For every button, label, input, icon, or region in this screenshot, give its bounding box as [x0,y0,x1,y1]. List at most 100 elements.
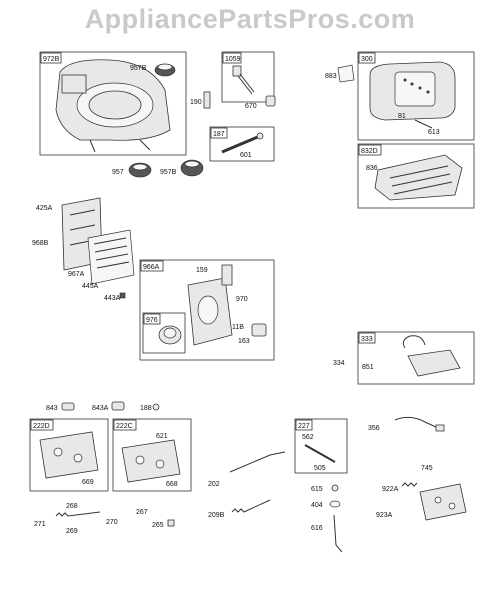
part-265 [167,519,175,527]
gasket-part-883 [337,64,355,83]
label-202: 202 [208,481,220,488]
governor-bracket-part-222D [39,431,99,479]
label-270: 270 [106,519,118,526]
group-222C-tag: 222C [116,423,133,430]
label-745: 745 [421,465,433,472]
group-972B-tag: 972B [43,56,60,63]
label-188: 188 [140,405,152,412]
label-271: 271 [34,521,46,528]
spring-part-922A [401,482,418,487]
group-976-frame [142,312,186,354]
group-187: 187 601 [209,126,275,162]
label-163: 163 [238,338,250,345]
group-1059-frame [221,51,275,103]
seal-part-670 [265,95,276,107]
label-836: 836 [366,165,378,172]
air-filter-cartridge-part [87,229,135,285]
group-333-frame [357,331,475,385]
flywheel-screen-part-top [154,63,176,77]
group-300: 300 81 613 [357,51,475,141]
flywheel-screen-part-bottom [180,159,204,177]
muffler-guard-part [374,154,463,201]
label-190: 190 [190,99,202,106]
air-filter-housing-part [187,264,233,346]
rod-part-616 [333,514,343,553]
valve-part-163 [251,323,267,337]
label-957B-top: 957B [130,65,147,72]
group-187-tag: 187 [213,131,225,138]
label-268: 268 [66,503,78,510]
label-668: 668 [166,481,178,488]
group-1059-tag: 1059 [225,56,241,63]
label-334: 334 [333,360,345,367]
label-843: 843 [46,405,58,412]
label-209B: 209B [208,512,225,519]
group-227: 227 562 505 [294,418,348,474]
label-669: 669 [82,479,94,486]
label-970: 970 [236,296,248,303]
label-923A: 923A [376,512,393,519]
group-300-tag: 300 [361,56,373,63]
label-425A: 425A [36,205,53,212]
group-227-tag: 227 [298,423,310,430]
group-333: 333 851 [357,331,475,385]
label-615: 615 [311,486,323,493]
dipstick-part [232,65,255,95]
group-333-tag: 333 [361,336,373,343]
label-356: 356 [368,425,380,432]
label-883: 883 [325,73,337,80]
group-966A-frame [139,259,275,361]
label-265: 265 [152,522,164,529]
group-832D-frame [357,143,475,209]
group-832D: 832D 836 [357,143,475,209]
group-222C: 222C 621 668 [112,418,192,492]
label-11B: 11B [232,324,244,331]
group-966A-tag: 966A [143,264,160,271]
group-187-frame [209,126,275,162]
label-670: 670 [245,103,257,110]
washer-part-404 [329,500,341,508]
label-445A: 445A [82,283,99,290]
spring-link-part [55,511,101,517]
label-81: 81 [398,113,406,120]
label-968B: 968B [32,240,49,247]
governor-link-part [229,451,286,473]
part-615 [331,484,339,492]
flywheel-screen-part [128,162,152,178]
label-601: 601 [240,152,252,159]
label-621: 621 [156,433,168,440]
tube-assembly-part [221,132,264,154]
tube-part-190 [203,91,211,109]
blower-housing-part [55,59,171,153]
group-976-tag: 976 [146,317,158,324]
group-227-frame [294,418,348,474]
group-972B-frame [39,51,187,156]
group-1059: 1059 [221,51,275,103]
watermark-text: AppliancePartsPros.com [84,4,416,34]
label-922A: 922A [382,486,399,493]
group-966A: 966A 159 970 11B 163 976 [139,259,275,361]
filter-element-part-976 [158,325,182,345]
control-bracket-part-923A [419,483,467,521]
group-222D: 222D 669 [29,418,109,492]
governor-lever-part [304,444,336,463]
label-267: 267 [136,509,148,516]
part-188 [152,403,160,411]
label-562: 562 [302,434,314,441]
label-967A: 967A [68,271,85,278]
label-957B-bottom: 957B [160,169,177,176]
group-972B: 972B 957B [39,51,187,156]
label-851: 851 [362,364,374,371]
label-957: 957 [112,169,124,176]
group-222C-frame [112,418,192,492]
part-843 [61,402,75,411]
group-832D-tag: 832D [361,148,378,155]
group-300-frame [357,51,475,141]
label-443A: 443A [104,295,121,302]
muffler-part [369,61,456,121]
label-404: 404 [311,502,323,509]
label-616: 616 [311,525,323,532]
label-843A: 843A [92,405,109,412]
label-269: 269 [66,528,78,535]
